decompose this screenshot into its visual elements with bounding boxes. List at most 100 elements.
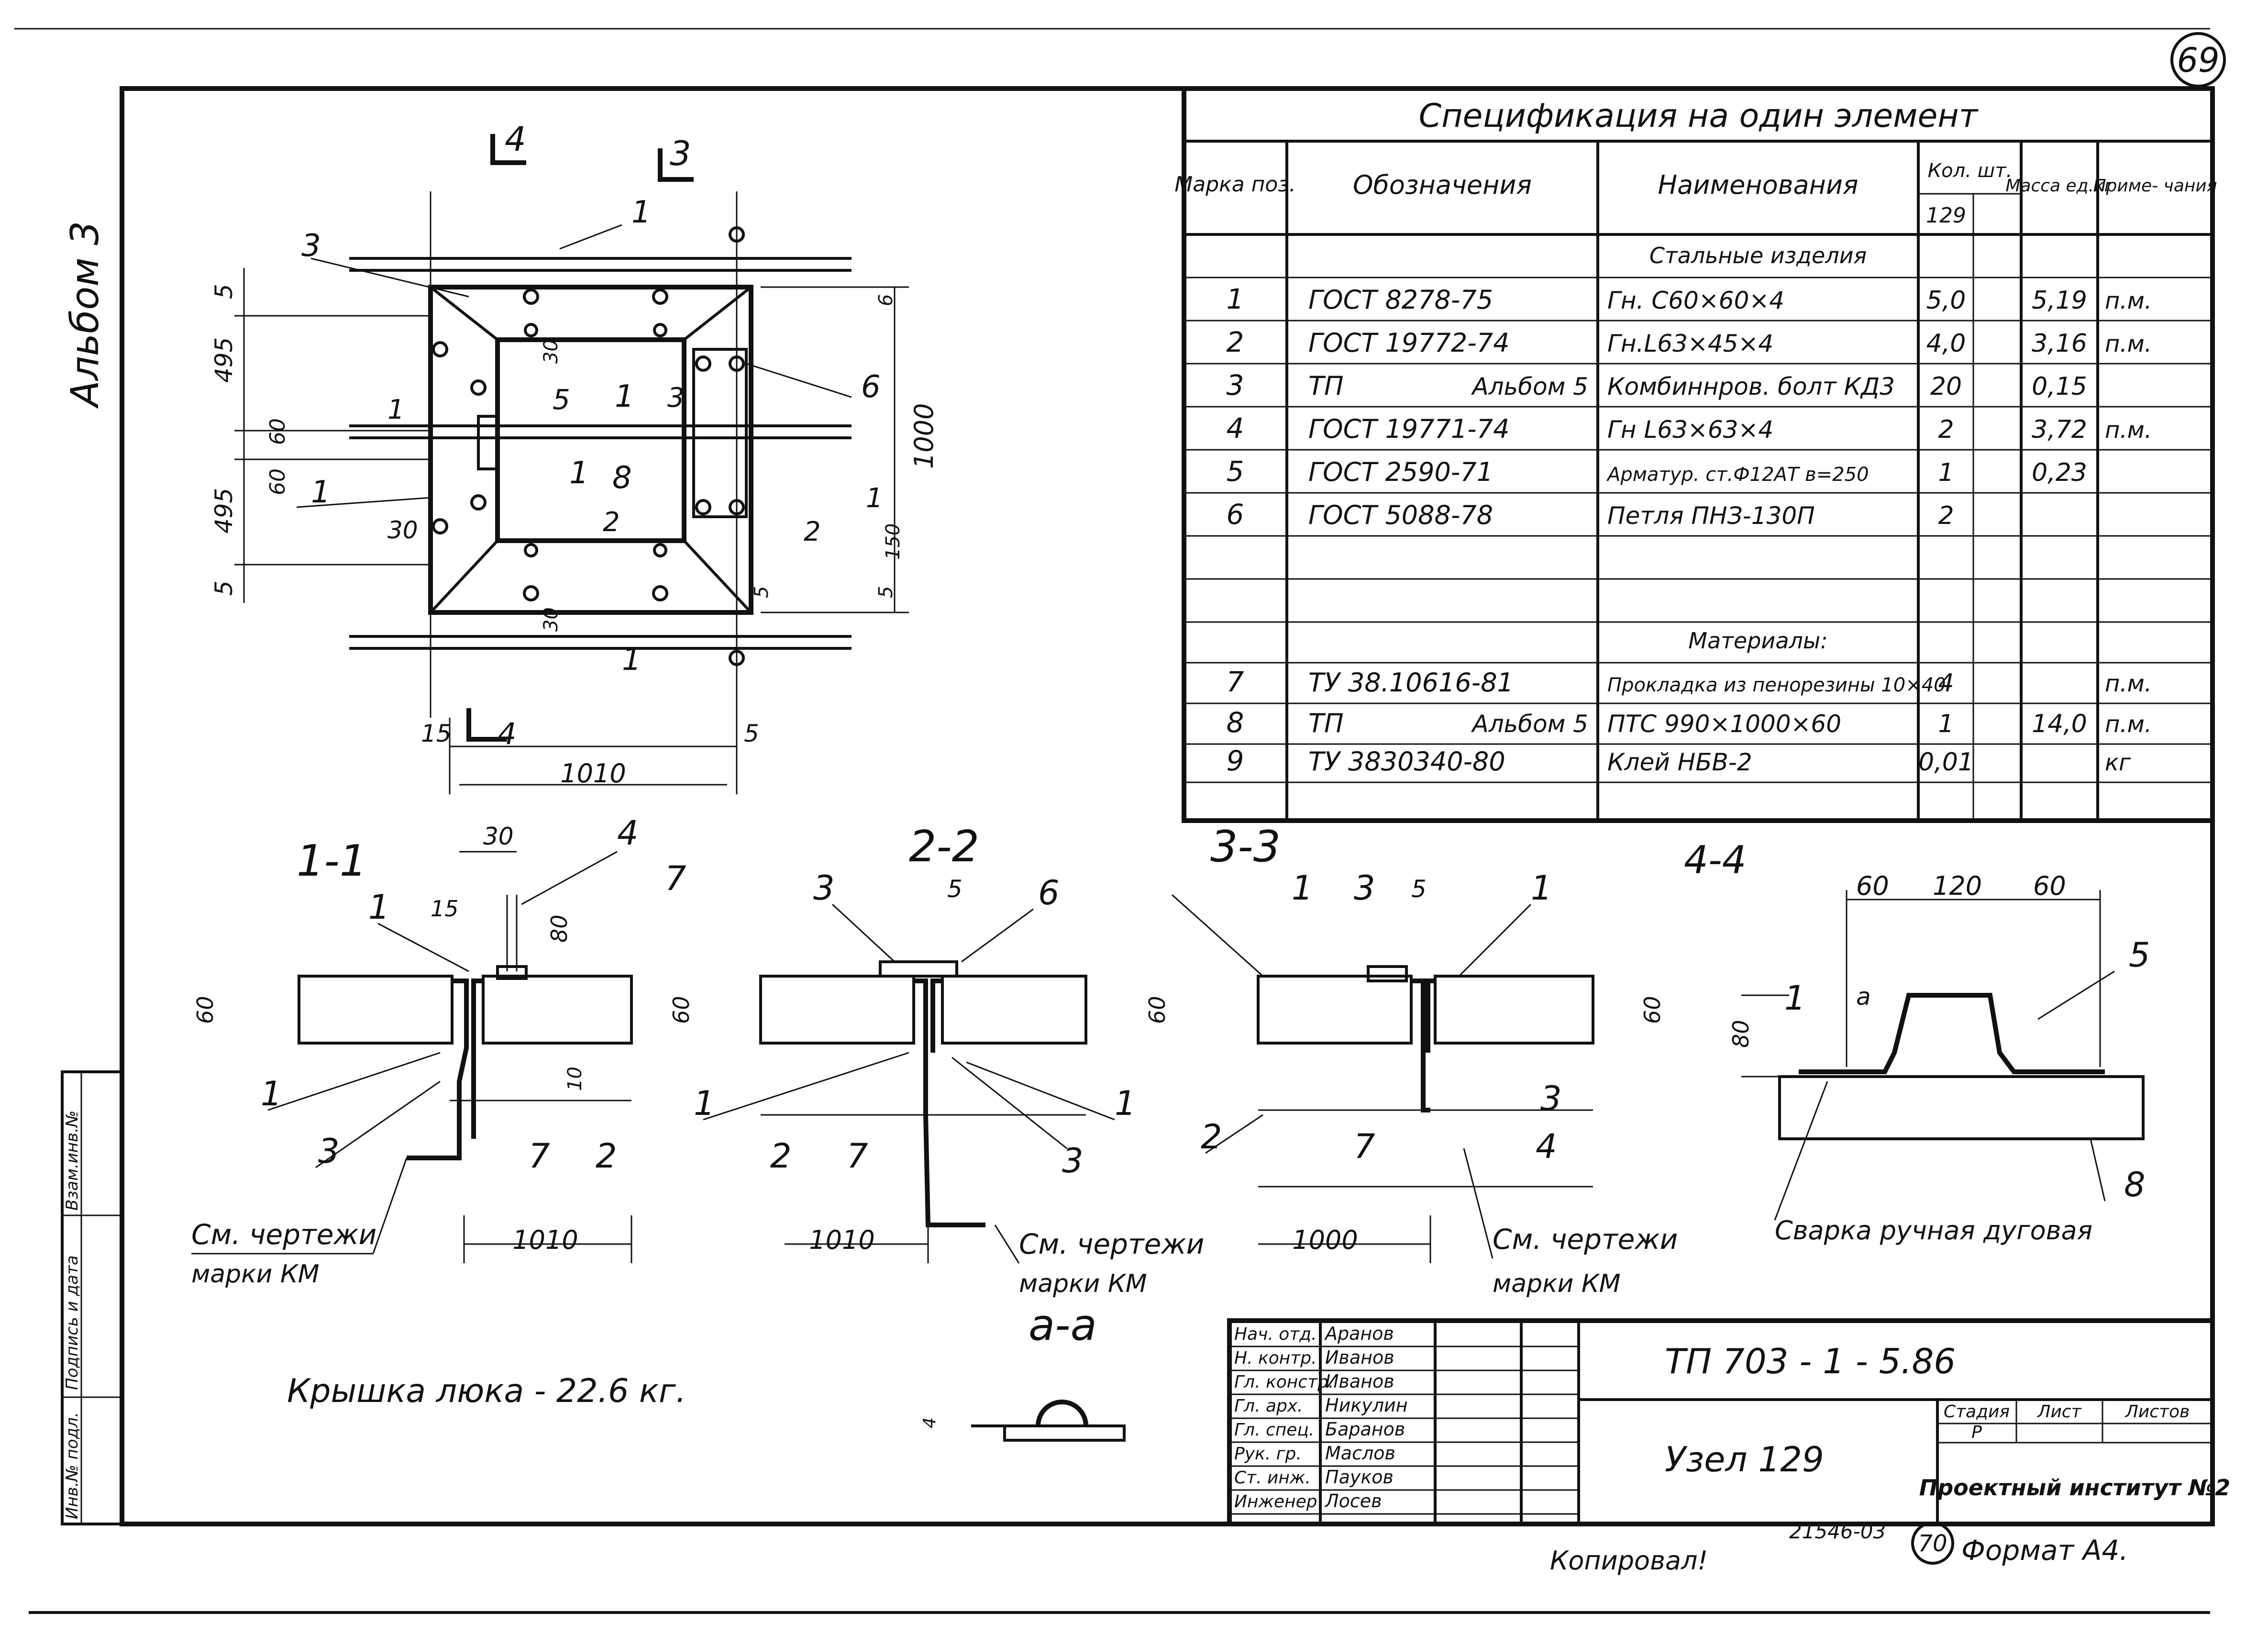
svg-text:60: 60 xyxy=(1856,871,1889,901)
spec-note: п.м. xyxy=(2105,288,2152,314)
svg-text:30: 30 xyxy=(540,339,562,364)
svg-text:5: 5 xyxy=(1411,875,1427,903)
svg-text:Копировал!: Копировал! xyxy=(1550,1546,1708,1576)
spec-mass: 0,23 xyxy=(2032,458,2087,487)
spec-mass: 14,0 xyxy=(2032,710,2087,738)
svg-text:5: 5 xyxy=(210,580,238,596)
svg-text:1: 1 xyxy=(1292,868,1313,908)
svg-text:марки КМ: марки КМ xyxy=(191,1260,320,1289)
section-steel: Стальные изделия xyxy=(1649,243,1867,268)
svg-text:3: 3 xyxy=(1540,1079,1562,1118)
footer: Копировал! 21546-03 70 Формат А4. xyxy=(1550,1520,2128,1576)
spec-mass: 3,16 xyxy=(2032,329,2087,358)
side-stamp: Инв.№ подл. Подпись и дата Взам.инв.№ xyxy=(61,1070,123,1525)
header-mark: Марка поз. xyxy=(1174,172,1295,197)
spec-designation: ГОСТ 19771-74 xyxy=(1308,414,1509,444)
svg-text:8: 8 xyxy=(2124,1165,2146,1204)
svg-text:1000: 1000 xyxy=(909,403,939,469)
svg-text:60: 60 xyxy=(266,418,290,445)
svg-text:2: 2 xyxy=(596,1136,617,1176)
svg-text:60: 60 xyxy=(1144,996,1170,1024)
spec-qty: 4 xyxy=(1938,669,1954,698)
spec-name: Гн. С60×60×4 xyxy=(1607,287,1784,314)
spec-mark: 4 xyxy=(1227,412,1244,445)
svg-text:1: 1 xyxy=(622,642,642,678)
section-2-2: 2-2 5 60 60 3 6 1 2 7 3 1 1010 xyxy=(668,822,1170,1263)
spec-mark: 5 xyxy=(1227,455,1244,488)
spec-designation: ГОСТ 8278-75 xyxy=(1308,285,1493,315)
svg-text:30: 30 xyxy=(483,823,514,850)
svg-text:2: 2 xyxy=(804,516,821,547)
svg-text:1: 1 xyxy=(387,394,405,425)
svg-text:См. чертежи: См. чертежи xyxy=(1019,1228,1204,1260)
spec-designation: ТП xyxy=(1308,708,1344,738)
svg-text:4: 4 xyxy=(498,716,516,751)
svg-text:3: 3 xyxy=(1354,868,1375,908)
svg-text:3: 3 xyxy=(670,134,691,173)
spec-designation: ТП xyxy=(1308,371,1344,401)
svg-text:7: 7 xyxy=(1354,1127,1375,1166)
section-1-1: 1-1 30 15 80 60 10 4 1 7 1 3 7 2 1010 xyxy=(192,813,686,1263)
spec-name: Комбиннров. болт КД3 xyxy=(1607,373,1895,400)
svg-text:2: 2 xyxy=(770,1136,792,1176)
svg-text:1: 1 xyxy=(1115,1084,1136,1123)
svg-text:5: 5 xyxy=(751,586,773,598)
spec-qty: 5,0 xyxy=(1926,286,1966,315)
stamp-name: Лосев xyxy=(1324,1490,1382,1512)
bolt-markers xyxy=(432,226,745,666)
spec-mark: 2 xyxy=(1227,326,1244,358)
svg-text:4-4: 4-4 xyxy=(1684,838,1747,882)
svg-text:60: 60 xyxy=(2033,871,2066,901)
stamp-name: Маслов xyxy=(1325,1443,1395,1464)
svg-text:1000: 1000 xyxy=(1292,1225,1358,1255)
header-mass: Масса ед.кг xyxy=(2005,176,2113,196)
sheet-frame xyxy=(120,86,2215,1526)
spec-mark: 7 xyxy=(1227,666,1244,698)
svg-text:Инв.№ подл.: Инв.№ подл. xyxy=(63,1412,82,1519)
svg-text:3: 3 xyxy=(813,868,835,908)
spec-table: Спецификация на один элемент Марка поз. … xyxy=(1174,86,2217,823)
stamp-name: Баранов xyxy=(1325,1419,1405,1440)
svg-text:1: 1 xyxy=(261,1074,282,1113)
spec-note: п.м. xyxy=(2105,331,2152,357)
svg-text:80: 80 xyxy=(546,914,572,943)
svg-text:5: 5 xyxy=(210,284,238,299)
spec-mark: 1 xyxy=(1227,283,1244,315)
svg-text:5: 5 xyxy=(744,720,759,747)
svg-text:80: 80 xyxy=(1728,1020,1754,1048)
spec-designation: ТУ 38.10616-81 xyxy=(1308,667,1514,698)
svg-text:60: 60 xyxy=(266,468,290,495)
spec-designation: ГОСТ 5088-78 xyxy=(1308,500,1493,530)
spec-mass: 5,19 xyxy=(2032,286,2087,315)
svg-text:3: 3 xyxy=(667,382,685,413)
svg-text:69: 69 xyxy=(2177,41,2219,80)
spec-qty: 1 xyxy=(1938,710,1954,738)
spec-title: Спецификация на один элемент xyxy=(1419,97,1979,135)
spec-qty: 0,01 xyxy=(1918,748,1974,777)
svg-text:1010: 1010 xyxy=(560,758,626,789)
header-name: Наименования xyxy=(1658,170,1859,200)
svg-text:1010: 1010 xyxy=(512,1225,578,1255)
svg-text:Стадия: Стадия xyxy=(1944,1402,2010,1422)
svg-text:Р: Р xyxy=(1971,1423,1982,1442)
svg-text:30: 30 xyxy=(540,607,562,632)
stamp-role: Рук. гр. xyxy=(1234,1444,1302,1464)
header-qty: Кол. шт. xyxy=(1928,160,2012,182)
svg-text:1: 1 xyxy=(569,456,589,491)
svg-text:7: 7 xyxy=(665,859,686,898)
svg-text:1-1: 1-1 xyxy=(297,836,367,886)
svg-text:Сварка ручная дуговая: Сварка ручная дуговая xyxy=(1775,1215,2092,1246)
svg-text:4: 4 xyxy=(505,120,526,159)
svg-text:60: 60 xyxy=(192,996,218,1024)
spec-note: кг xyxy=(2105,749,2131,776)
svg-text:60: 60 xyxy=(668,996,694,1024)
svg-text:а-а: а-а xyxy=(1029,1300,1097,1350)
spec-name: Прокладка из пенорезины 10×40 xyxy=(1607,674,1946,696)
spec-designation: ГОСТ 2590-71 xyxy=(1308,457,1493,487)
svg-text:1: 1 xyxy=(615,379,634,414)
svg-text:30: 30 xyxy=(387,516,418,544)
svg-text:марки КМ: марки КМ xyxy=(1493,1269,1621,1298)
stamp-role: Нач. отд. xyxy=(1234,1324,1317,1344)
cover-weight: Крышка люка - 22.6 кг. xyxy=(287,1372,686,1410)
